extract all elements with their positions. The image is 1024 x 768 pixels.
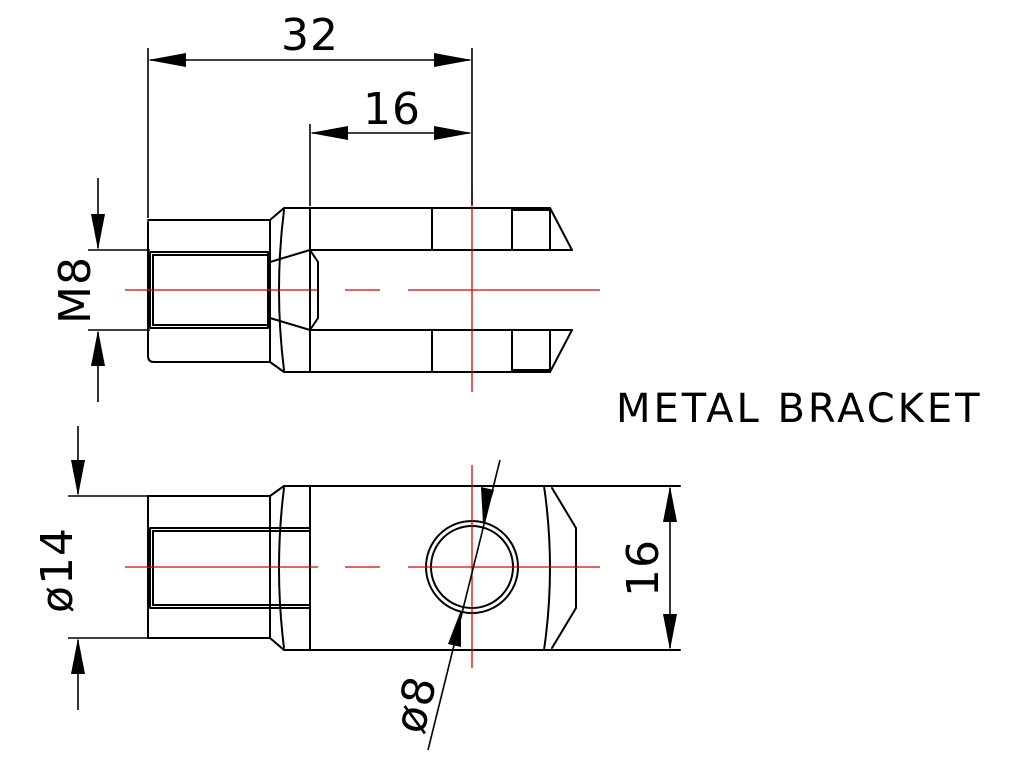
- drawing-title: METAL BRACKET: [616, 386, 983, 432]
- dim-overall-length: 32: [147, 10, 473, 218]
- top-view-shank: [147, 219, 271, 363]
- dim-hole-diameter: ø8: [384, 459, 501, 751]
- dim-thread: M8: [50, 178, 150, 402]
- dim-slot-to-hole: 16: [309, 84, 472, 206]
- dim-width: 16: [618, 486, 677, 650]
- top-view-centerlines: [125, 190, 600, 392]
- dim-width-label: 16: [618, 539, 669, 597]
- dim-slot-to-hole-label: 16: [363, 84, 421, 135]
- top-view: [125, 190, 600, 392]
- dim-thread-label: M8: [50, 256, 101, 324]
- dim-body-diameter-label: ø14: [32, 527, 83, 613]
- bottom-view-body: [269, 485, 681, 651]
- bottom-view: [125, 465, 681, 668]
- dim-overall-length-label: 32: [281, 10, 339, 61]
- bottom-view-centerlines: [125, 465, 600, 668]
- dim-body-diameter: ø14: [32, 426, 150, 710]
- dim-hole-diameter-label: ø8: [384, 671, 447, 739]
